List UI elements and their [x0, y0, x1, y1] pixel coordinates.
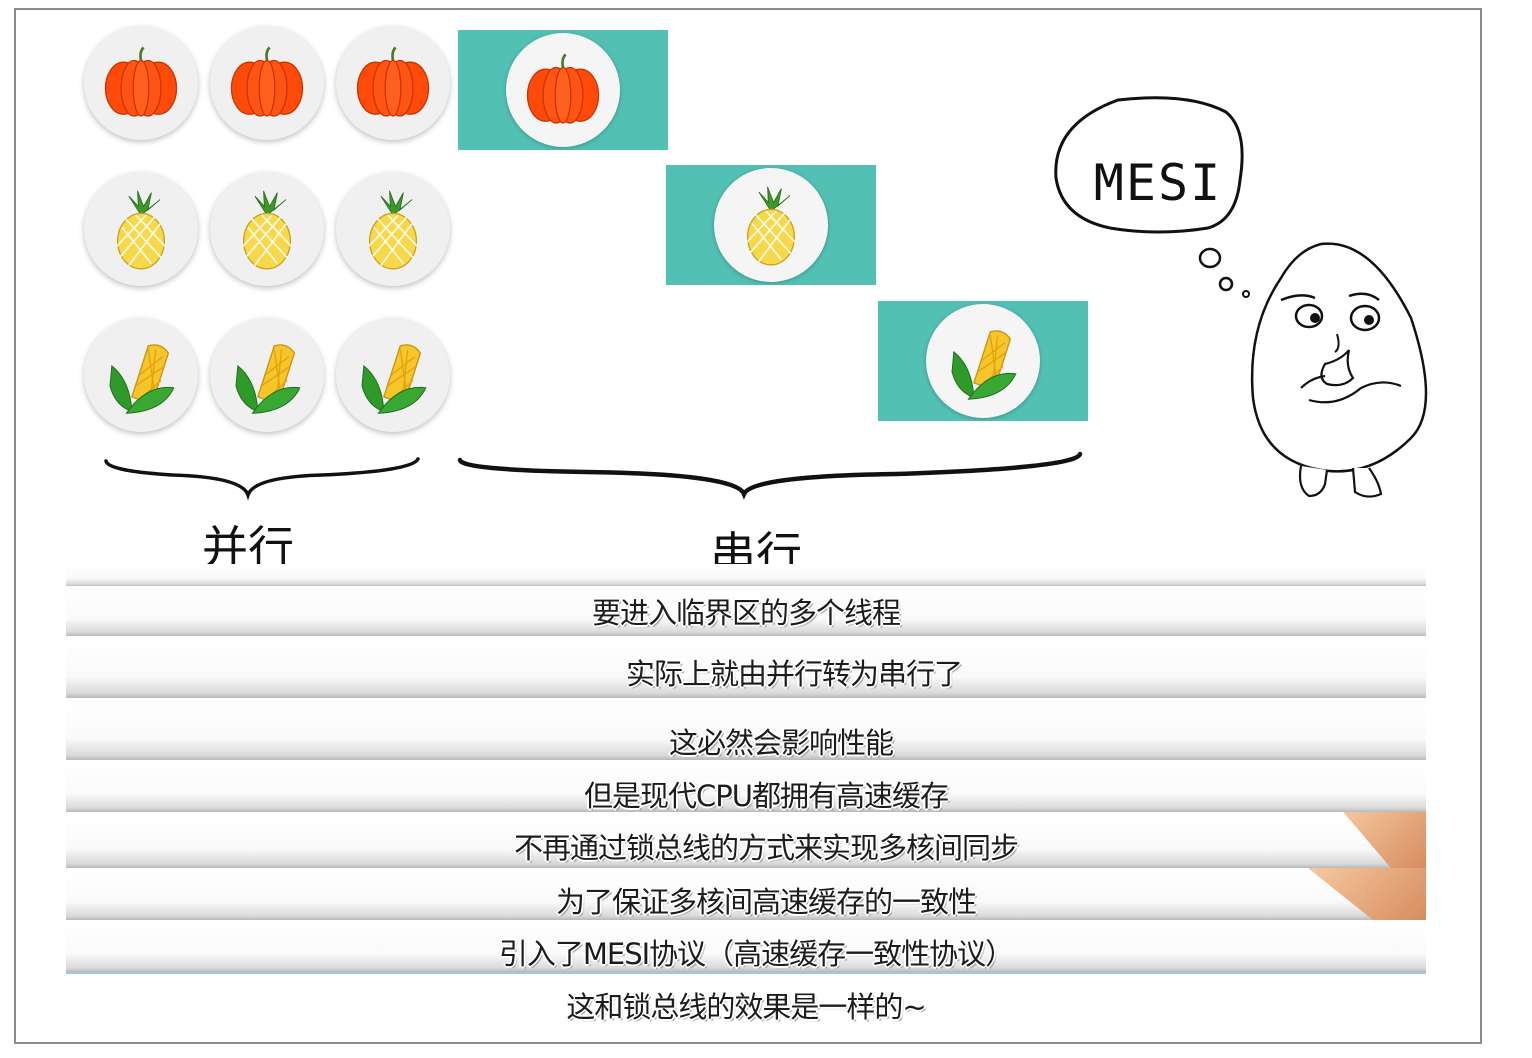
pumpkin-icon	[336, 26, 450, 140]
pumpkin-icon	[506, 33, 620, 147]
corn-icon	[210, 318, 324, 432]
subtitle-line: 这必然会影响性能	[668, 726, 894, 760]
page-strip	[66, 812, 1426, 868]
subtitle-line: 不再通过锁总线的方式来实现多核间同步	[513, 831, 1019, 865]
serial-brace	[457, 451, 1083, 500]
pineapple-icon	[714, 168, 828, 282]
video-frame: 并行 串行 MESI 要进入临界区的多个线程 实际上就由并	[14, 8, 1482, 1044]
page-strip	[66, 760, 1426, 812]
subtitle-line: 这和锁总线的效果是一样的~	[566, 990, 926, 1024]
pumpkin-icon	[84, 26, 198, 140]
serial-step-corn	[878, 301, 1088, 421]
parallel-brace	[104, 457, 420, 501]
serial-step-pineapple	[666, 165, 876, 285]
pineapple-icon	[84, 172, 198, 286]
subtitle-line: 为了保证多核间高速缓存的一致性	[555, 885, 977, 919]
subtitle-line: 要进入临界区的多个线程	[591, 596, 901, 630]
page-strip	[66, 586, 1426, 636]
corn-icon	[84, 318, 198, 432]
page-strip	[66, 868, 1426, 920]
subtitle-line: 实际上就由并行转为串行了	[625, 657, 963, 691]
mesi-bubble-text: MESI	[1093, 154, 1223, 212]
pineapple-icon	[336, 172, 450, 286]
page-strip	[66, 564, 1426, 586]
page-strip	[66, 698, 1426, 760]
subtitle-line: 但是现代CPU都拥有高速缓存	[584, 779, 949, 813]
corn-icon	[926, 304, 1040, 418]
egg-character-thinking-icon	[1250, 242, 1428, 498]
page-strip	[66, 920, 1426, 974]
pumpkin-icon	[210, 26, 324, 140]
corn-icon	[336, 318, 450, 432]
subtitle-line: 引入了MESI协议（高速缓存一致性协议）	[498, 937, 1014, 971]
pineapple-icon	[210, 172, 324, 286]
page-strip	[66, 636, 1426, 698]
serial-step-pumpkin	[458, 30, 668, 150]
thought-bubble	[1054, 96, 1250, 298]
